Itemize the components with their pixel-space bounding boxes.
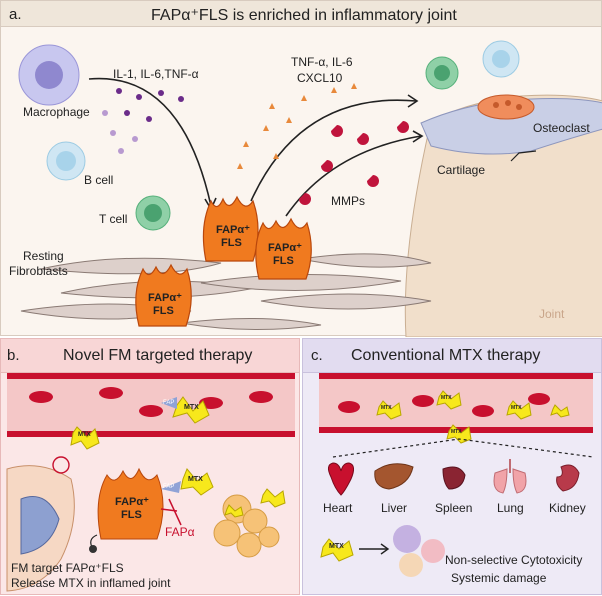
mtx-label-c-1: MTX xyxy=(381,405,392,411)
distribution-lines xyxy=(332,438,594,458)
spleen-icon xyxy=(442,466,466,490)
fls-label-b-1: FAPα⁺ xyxy=(115,496,149,508)
mtx-label-joint-b: MTX xyxy=(78,432,91,438)
fapa-label: FAPα xyxy=(165,525,195,539)
label-cytokines-macrophage: IL-1, IL-6,TNF-α xyxy=(113,67,199,81)
label-joint: Joint xyxy=(539,307,565,321)
panel-a-header xyxy=(1,1,601,27)
mtx-stars-c xyxy=(376,390,570,444)
panel-b-letter: b. xyxy=(7,347,20,364)
fls-label-3a: FAPα⁺ xyxy=(148,292,182,304)
panel-a: a. FAPα⁺FLS is enriched in inflammatory … xyxy=(0,0,602,337)
damaged-cells-c xyxy=(393,525,445,577)
panel-c-letter: c. xyxy=(311,347,323,364)
mtx-label-c-4: MTX xyxy=(451,429,462,435)
mtx-label-c-2: MTX xyxy=(441,395,452,401)
panel-c-title: Conventional MTX therapy xyxy=(351,347,541,364)
panel-c-drawing xyxy=(319,373,594,577)
organ-label-kidney: Kidney xyxy=(549,501,586,515)
label-cytokines-fls-1: TNF-α, IL-6 xyxy=(291,55,353,69)
fls-label-3b: FLS xyxy=(153,305,174,317)
mtx-label-vessel-b: MTX xyxy=(184,404,199,411)
panel-a-title: FAPα⁺FLS is enriched in inflammatory joi… xyxy=(151,7,457,24)
mtx-star-joint-b xyxy=(70,426,100,450)
fap-conjugate xyxy=(161,481,181,493)
panel-b: b. Novel FM targeted therapy FAP MTX MTX… xyxy=(0,338,300,595)
rbc-c xyxy=(338,393,550,417)
fls-label-2b: FLS xyxy=(273,255,294,267)
liver-icon xyxy=(374,463,414,490)
organ-icons xyxy=(327,459,580,496)
label-b-cell: B cell xyxy=(84,173,114,187)
mtx-star-vessel-b xyxy=(172,396,210,424)
arrow-fls-cytokines xyxy=(250,99,417,202)
organ-label-lung: Lung xyxy=(497,501,524,515)
cytokine-triangles xyxy=(237,83,357,169)
panel-b-drawing xyxy=(6,373,295,592)
label-t-cell: T cell xyxy=(99,212,128,226)
mtx-star-c xyxy=(320,538,354,562)
resting-fibroblasts xyxy=(20,253,432,331)
panel-b-caption-2: Release MTX in inflamed joint xyxy=(11,576,171,590)
lung-icon xyxy=(493,468,508,494)
label-osteoclast: Osteoclast xyxy=(533,121,590,135)
fap-tag-label-vessel: FAP xyxy=(163,400,175,406)
panel-b-caption-1: FM target FAPα⁺FLS xyxy=(11,561,124,575)
label-cytokines-fls-2: CXCL10 xyxy=(297,71,343,85)
apoptotic-cells-b xyxy=(213,494,280,558)
organ-label-liver: Liver xyxy=(381,501,408,515)
panel-c-header xyxy=(303,339,601,373)
heart-icon xyxy=(327,462,355,496)
panel-a-drawing xyxy=(18,40,602,337)
label-resting-1: Resting xyxy=(23,249,64,263)
organ-label-heart: Heart xyxy=(323,501,353,515)
label-mmps: MMPs xyxy=(331,194,365,208)
fls-label-1a: FAPα⁺ xyxy=(216,224,250,236)
panel-b-header xyxy=(1,339,299,373)
panel-c-caption-2: Systemic damage xyxy=(451,571,547,585)
panel-a-letter: a. xyxy=(9,6,22,23)
osteoclast-cell xyxy=(477,94,535,120)
fls-label-1b: FLS xyxy=(221,237,242,249)
mtx-label-c-5: MTX xyxy=(329,543,344,550)
label-macrophage: Macrophage xyxy=(23,105,90,119)
label-cartilage: Cartilage xyxy=(437,163,486,177)
cytokine-dots xyxy=(102,88,184,154)
arrow-fls-mmps xyxy=(285,135,422,217)
arrow-macrophage-fls xyxy=(88,77,212,207)
mmp-shapes xyxy=(299,121,409,205)
mtx-star-fls-b xyxy=(180,468,214,496)
organ-label-spleen: Spleen xyxy=(435,501,473,515)
fls-flames xyxy=(135,195,312,327)
fls-flame-b xyxy=(97,467,164,540)
panel-c-caption-1: Non-selective Cytotoxicity xyxy=(445,553,583,567)
label-resting-2: Fibroblasts xyxy=(9,264,68,278)
fap-tag-label-fls: FAP xyxy=(163,484,175,490)
mtx-label-fls-b: MTX xyxy=(188,476,203,483)
fls-label-b-2: FLS xyxy=(121,509,142,521)
mtx-label-c-3: MTX xyxy=(511,405,522,411)
panel-c: c. Conventional MTX therapy MTX MTX MTX … xyxy=(302,338,602,595)
fap-tag-vessel-b xyxy=(161,397,177,409)
kidney-icon xyxy=(556,464,580,492)
rbc-b xyxy=(29,387,273,417)
fls-label-2a: FAPα⁺ xyxy=(268,242,302,254)
panel-b-title: Novel FM targeted therapy xyxy=(63,347,253,364)
